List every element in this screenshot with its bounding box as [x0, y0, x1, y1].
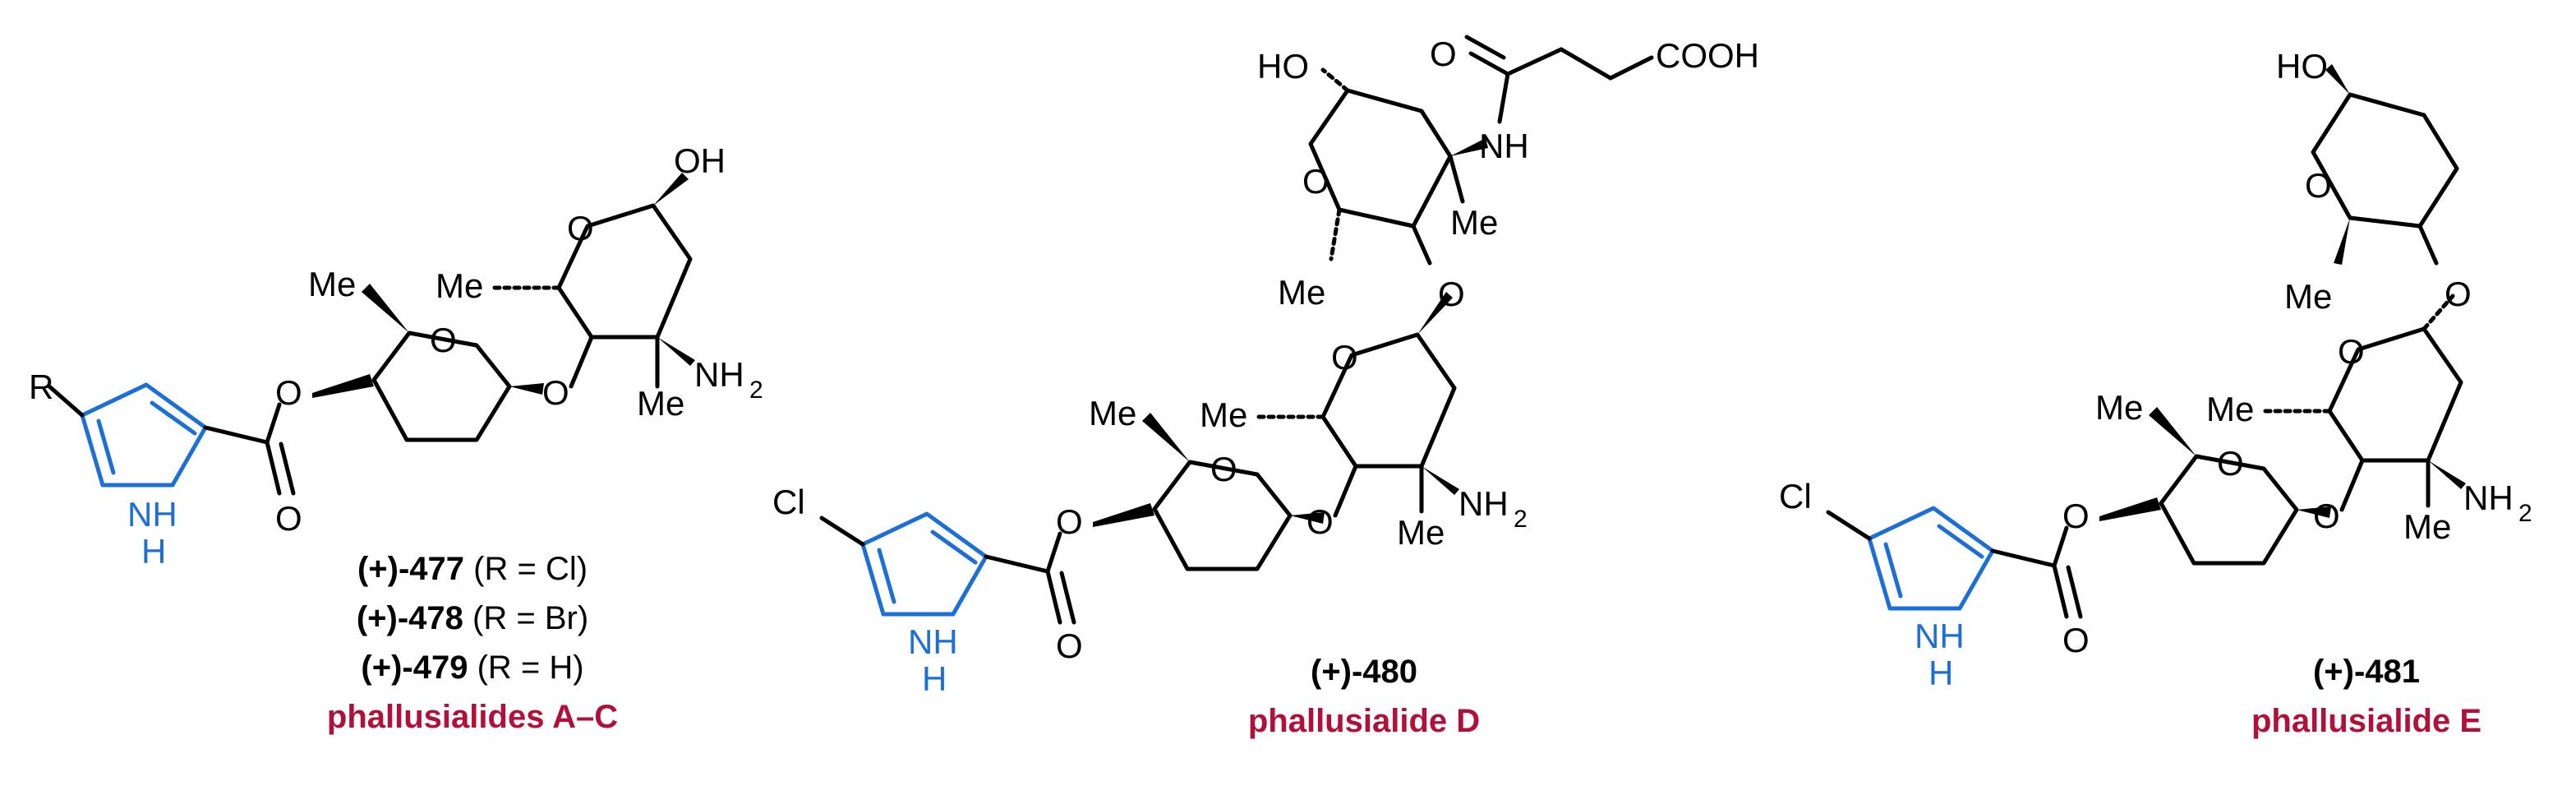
- natural-product-name: phallusialide D: [1248, 703, 1480, 739]
- glycoside-o-label: O: [1306, 502, 1334, 541]
- nh2-label: NH: [2463, 479, 2514, 517]
- oh-label: OH: [674, 141, 726, 180]
- me-label: Me: [637, 384, 684, 423]
- pyrrole-nh-label: NH: [1915, 617, 1965, 655]
- carbonyl-o-label: O: [1056, 626, 1083, 665]
- pyrrole-nh-label: NH: [908, 622, 958, 661]
- me-label: Me: [1278, 273, 1325, 312]
- pyran2-o-label: O: [567, 209, 594, 247]
- me-label: Me: [1450, 203, 1498, 242]
- me-label: Me: [1200, 395, 1247, 434]
- me-label: Me: [1397, 513, 1445, 552]
- cooh-label: COOH: [1656, 36, 1759, 75]
- nh2-subscript: 2: [2518, 500, 2532, 527]
- amide-o-label: O: [1430, 35, 1457, 73]
- nh2-subscript: 2: [749, 377, 763, 404]
- structure-phallusialide-d: Cl NH H O O O Me O O Me NH 2 Me O O HO: [772, 35, 1759, 739]
- pyran1-o-label: O: [1210, 450, 1237, 488]
- ester-o-label: O: [2062, 497, 2090, 535]
- glycoside-o-label: O: [1438, 275, 1465, 313]
- ester-o-label: O: [275, 373, 302, 412]
- pyran3-o-label: O: [2305, 166, 2332, 205]
- compound-label-477: (+)-477 (R = Cl): [357, 551, 588, 587]
- glycoside-o-label: O: [2313, 497, 2340, 535]
- r-group-label: R: [29, 368, 53, 406]
- carbonyl-o-label: O: [2062, 621, 2090, 659]
- me-label: Me: [1089, 394, 1136, 432]
- pyran2-o-label: O: [1331, 338, 1358, 377]
- compound-label-478: (+)-478 (R = Br): [357, 600, 588, 636]
- natural-product-name: phallusialides A–C: [327, 699, 618, 735]
- me-label: Me: [2206, 390, 2254, 428]
- compound-label-480: (+)-480: [1311, 654, 1417, 690]
- nh2-label: NH: [694, 355, 744, 394]
- structure-phallusialide-e: Cl NH H O O O Me O O Me NH 2 Me O O HO M…: [1779, 47, 2532, 739]
- me-label: Me: [2403, 507, 2451, 546]
- pyrrole-nh-label: NH: [127, 495, 177, 534]
- me-label: Me: [2284, 277, 2332, 316]
- nh2-label: NH: [1459, 484, 1509, 523]
- pyrrole-ring: [47, 382, 208, 488]
- pyrrole-h-label: H: [141, 532, 166, 571]
- glycoside-o-label: O: [542, 373, 569, 412]
- pyrrole-h-label: H: [922, 659, 947, 698]
- ester-o-label: O: [1056, 502, 1083, 541]
- pyran2-o-label: O: [2338, 332, 2365, 371]
- ho-label: HO: [1257, 47, 1309, 86]
- glycoside-o-label: O: [2445, 275, 2472, 313]
- me-label: Me: [2095, 388, 2143, 427]
- ho-label: HO: [2276, 47, 2328, 86]
- pyrrole-h-label: H: [1929, 654, 1953, 692]
- pyran1-o-label: O: [430, 321, 457, 359]
- cl-label: Cl: [772, 483, 805, 521]
- cl-label: Cl: [1779, 477, 1812, 516]
- natural-product-name: phallusialide E: [2251, 703, 2482, 739]
- me-label: Me: [435, 266, 483, 305]
- pyran3-o-label: O: [1302, 162, 1329, 201]
- structure-phallusialides-a-c: R NH H O O O Me O O Me OH NH 2 Me (+)-47…: [29, 141, 763, 735]
- nh-label: NH: [1479, 127, 1529, 165]
- me-label: Me: [308, 265, 356, 303]
- carbonyl-o-label: O: [275, 499, 302, 538]
- compound-label-481: (+)-481: [2313, 654, 2420, 690]
- pyran1-o-label: O: [2217, 444, 2244, 483]
- nh2-subscript: 2: [1514, 506, 1528, 533]
- compound-label-479: (+)-479 (R = H): [361, 650, 583, 686]
